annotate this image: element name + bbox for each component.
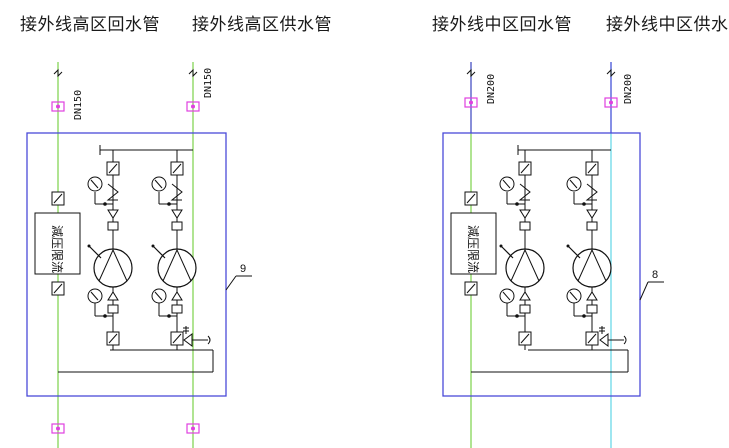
reducer-icon [586,221,598,231]
pump-branch-1 [87,150,133,350]
size-mid-supply: DN200 [623,74,634,104]
pump-branch-1 [499,150,545,350]
flange-icon [51,101,200,434]
reducer-icon [171,221,183,231]
relief-valve-icon [599,333,609,347]
ref-number-high: 9 [240,263,246,275]
flex-joint-icon [171,291,183,301]
reducer-icon [107,304,119,314]
flex-joint-icon [519,291,531,301]
flex-joint-icon [586,209,598,219]
flex-joint-icon [171,209,183,219]
break-icon [466,68,476,78]
ref-number-mid: 8 [652,269,658,281]
pump-icon [93,248,133,288]
pump-icon [157,248,197,288]
pump-icon [505,248,545,288]
break-icon [606,68,616,78]
enclosure-mid [442,132,641,397]
flex-joint-icon [107,291,119,301]
relief-valve-icon [183,333,193,347]
enclosure-high [26,132,227,397]
label-mid-supply: 接外线中区供水管 [606,15,729,35]
check-valve-icon [170,183,183,201]
pump-icon [572,248,612,288]
pressure-reducer-box [34,212,81,275]
label-high-return: 接外线高区回水管 [20,15,160,35]
pump-branch-2 [151,150,197,350]
label-high-supply: 接外线高区供水管 [192,15,332,35]
reducer-icon [586,304,598,314]
reducer-icon [519,304,531,314]
flex-joint-icon [519,209,531,219]
flex-joint-icon [586,291,598,301]
check-valve-icon [106,183,119,201]
pump-branch-2 [566,150,612,350]
check-valve-icon [518,183,531,201]
pressure-reducer-box [450,212,497,275]
break-icon [53,68,63,78]
pressure-reducer-label: 減压限流 [50,225,65,273]
reducer-icon [171,304,183,314]
flange-icon [464,97,618,108]
reducer-icon [519,221,531,231]
size-high-supply: DN150 [203,68,214,98]
pressure-reducer-label: 減压限流 [466,225,481,273]
size-high-return: DN150 [73,90,84,120]
size-mid-return: DN200 [486,74,497,104]
check-valve-icon [585,183,598,201]
pump-unit-mid: DN200 DN200 減压限流 8 [442,62,664,448]
reducer-icon [107,221,119,231]
label-mid-return: 接外线中区回水管 [432,15,572,35]
break-icon [188,68,198,78]
pump-unit-high: DN150 DN150 減压限流 [26,62,252,448]
flex-joint-icon [107,209,119,219]
